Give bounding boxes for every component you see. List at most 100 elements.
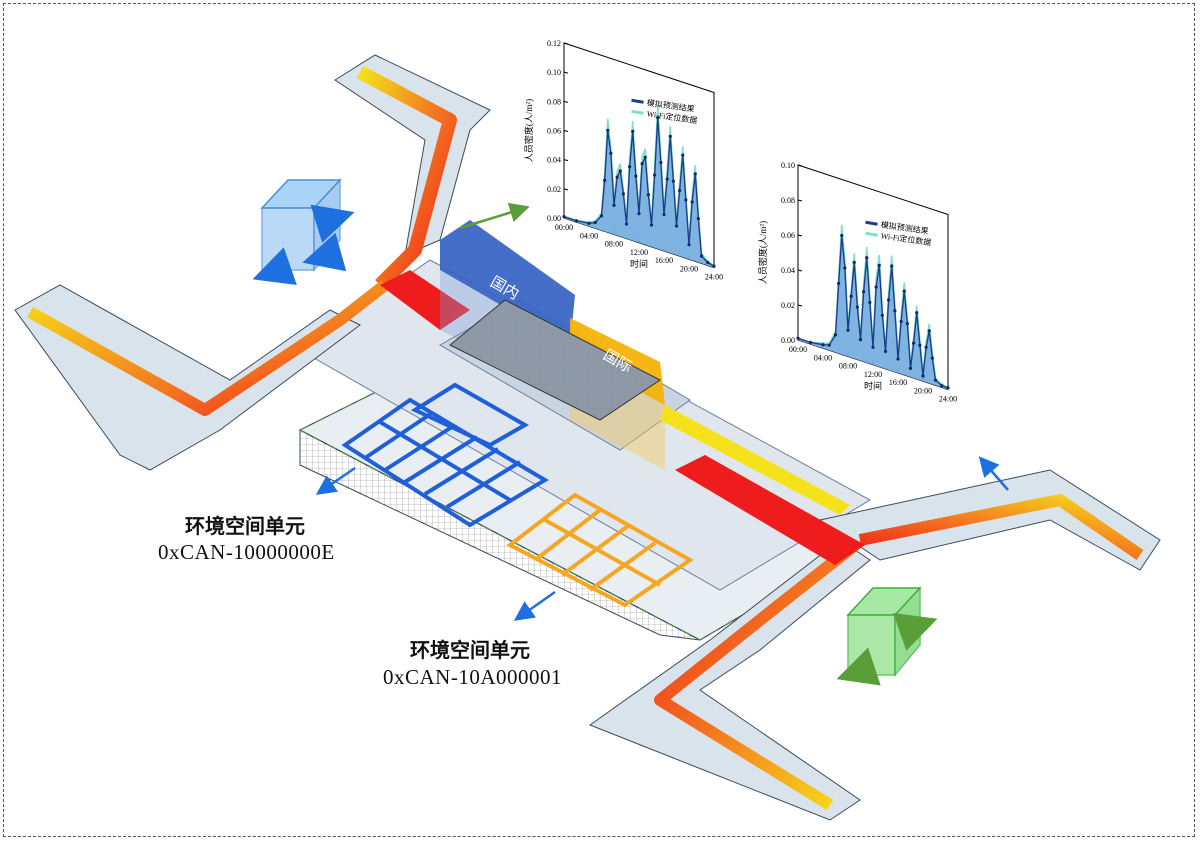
series-area-sim (798, 235, 948, 390)
environment-box-blue (252, 178, 355, 286)
chart-plot-area: 0.000.020.040.060.080.1000:0004:0008:001… (757, 161, 957, 404)
series-point-sim (678, 188, 682, 193)
series-point-sim (827, 343, 831, 347)
series-point-sim (918, 343, 922, 347)
series-point-sim (640, 161, 644, 166)
series-point-sim (927, 329, 931, 333)
series-point-sim (653, 173, 657, 177)
y-tick (797, 199, 803, 202)
y-tick (797, 269, 803, 272)
y-axis-label: 人员密度(人/m²) (757, 221, 768, 284)
series-point-sim (883, 349, 888, 353)
series-area-sim (564, 117, 714, 268)
series-point-sim (868, 300, 872, 305)
series-point-sim (874, 285, 878, 289)
y-tick-label: 0.06 (781, 231, 795, 240)
series-point-sim (690, 200, 694, 204)
pointer-arrow-cell-orange (513, 590, 556, 621)
series-point-sim (865, 256, 869, 260)
series-point-sim (656, 116, 660, 120)
x-tick-label: 12:00 (864, 370, 882, 379)
series-point-sim (615, 175, 619, 179)
y-tick (563, 71, 569, 74)
y-tick-label: 0.12 (547, 39, 561, 48)
y-tick-label: 0.00 (547, 214, 561, 223)
chart-svg: 0.000.020.040.060.080.1000:0004:0008:001… (757, 161, 957, 404)
legend-swatch (631, 98, 644, 104)
pier-east (818, 469, 1161, 571)
y-tick-label: 0.04 (781, 266, 795, 275)
series-point-sim (933, 378, 938, 382)
x-tick-label: 08:00 (605, 240, 623, 249)
x-tick-label: 16:00 (655, 256, 673, 265)
legend-swatch (865, 231, 878, 237)
pointer-arrow-cell-blue (315, 466, 356, 495)
series-point-sim (858, 338, 863, 342)
gate-row-grid (449, 299, 661, 421)
series-point-sim (687, 243, 691, 247)
series-point-sim (634, 174, 638, 178)
x-tick-label: 12:00 (630, 248, 648, 257)
series-point-sim (821, 343, 825, 347)
pier-northwest (334, 54, 491, 290)
series-point-sim (693, 172, 697, 176)
series-point-sim (905, 321, 909, 326)
series-point-sim (621, 192, 625, 196)
series-point-sim (599, 214, 604, 218)
series-point-sim (899, 319, 903, 324)
y-tick-label: 0.10 (547, 68, 561, 77)
series-point-sim (921, 374, 925, 378)
series-point-sim (684, 198, 688, 202)
series-point-sim (862, 290, 866, 294)
legend-swatch (865, 220, 878, 226)
chart-svg: 0.000.020.040.060.080.100.1200:0004:0008… (523, 39, 723, 282)
series-point-sim (659, 160, 663, 165)
series-point-sim (706, 260, 710, 265)
x-tick-label: 24:00 (939, 395, 957, 404)
series-point-sim (796, 336, 800, 340)
series-point-sim (893, 309, 897, 313)
pier-west (14, 280, 389, 471)
series-point-sim (855, 305, 859, 309)
unit-caption-title-2: 环境空间单元 (410, 638, 530, 662)
unit-caption-title-1: 环境空间单元 (185, 514, 305, 538)
series-point-sim (915, 311, 919, 315)
pointer-arrow-north-chart (459, 202, 530, 230)
series-point-sim (609, 151, 613, 155)
series-point-sim (837, 281, 841, 286)
cell-grid-orange (506, 492, 694, 608)
series-point-sim (840, 233, 844, 238)
y-tick-label: 0.02 (547, 185, 561, 194)
series-point-sim (643, 155, 647, 159)
series-point-sim (618, 169, 622, 173)
series-point-sim (887, 298, 891, 302)
x-tick-label: 04:00 (814, 353, 832, 362)
series-point-sim (696, 216, 700, 221)
series-point-sim (880, 313, 884, 317)
y-axis-label: 人员密度(人/m²) (523, 99, 534, 162)
series-point-sim (890, 264, 894, 268)
y-tick-label: 0.04 (547, 156, 561, 165)
zone-domestic-band (440, 220, 575, 345)
series-point-sim (946, 386, 950, 390)
x-axis-label: 时间 (630, 258, 648, 269)
series-point-sim (852, 260, 856, 264)
series-point-sim (574, 219, 579, 223)
series-point-sim (712, 264, 716, 268)
cell-grid-blue (341, 382, 549, 528)
series-point-sim (849, 294, 853, 298)
series-point-sim (699, 254, 704, 258)
y-tick (797, 304, 803, 307)
series-point-sim (908, 366, 913, 370)
series-point-sim (662, 212, 666, 217)
y-tick (563, 42, 569, 45)
unit-caption-id-2: 0xCAN-10A000001 (383, 665, 562, 689)
series-point-sim (930, 356, 934, 360)
x-axis-label: 时间 (864, 380, 882, 391)
y-tick-label: 0.06 (547, 127, 561, 136)
y-tick-label: 0.02 (781, 301, 795, 310)
y-tick (563, 130, 569, 132)
